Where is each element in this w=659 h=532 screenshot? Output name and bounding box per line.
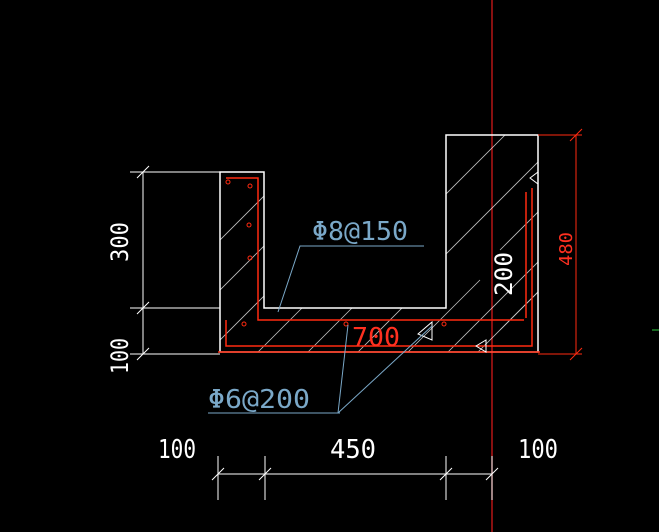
dim-left-upper: 300 — [106, 222, 134, 262]
dim-bottom-middle: 450 — [330, 435, 376, 465]
inner-rebar — [225, 188, 533, 347]
dim-base-700: 700 — [352, 323, 400, 353]
dimension-lines — [130, 165, 499, 500]
dim-left-lower: 100 — [106, 338, 134, 374]
rebar-lines — [218, 177, 540, 353]
leader-lines — [208, 245, 433, 414]
dim-inner-200: 200 — [490, 252, 518, 296]
rebar-label-bottom: Φ6@200 — [208, 385, 310, 415]
section-marks — [417, 171, 539, 353]
rebar-label-top: Φ8@150 — [312, 217, 408, 247]
right-dimension — [538, 128, 583, 361]
dim-bottom-left: 100 — [158, 435, 196, 465]
main-rebar — [226, 177, 524, 321]
dim-right-480: 480 — [556, 232, 577, 266]
dim-bottom-right: 100 — [518, 435, 558, 465]
rebar-dots — [225, 179, 447, 327]
